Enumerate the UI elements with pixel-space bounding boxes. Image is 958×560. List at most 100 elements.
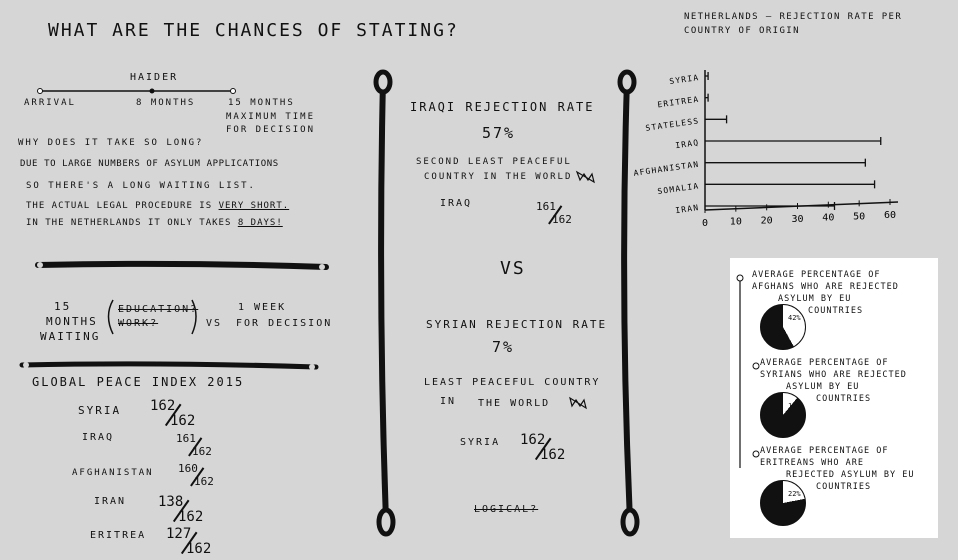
crossed-work: Work? bbox=[118, 318, 159, 329]
gpi-title: Global Peace Index 2015 bbox=[32, 375, 245, 389]
eu-pie-chart bbox=[760, 392, 806, 438]
iraq-rank-value: 161 bbox=[536, 200, 556, 213]
reason-line: The actual legal procedure is very short… bbox=[26, 201, 289, 211]
eu-pie-label: 11% bbox=[788, 402, 801, 410]
gpi-rank-value: 138 bbox=[158, 494, 184, 510]
eu-item-text: Average percentage of bbox=[752, 270, 881, 280]
reason-emphasis: 8 days! bbox=[237, 218, 283, 228]
chart-category-label: SOMALIA bbox=[657, 181, 700, 196]
eu-item-text: Afghans who are rejected bbox=[752, 282, 899, 292]
gpi-rank-value: 162 bbox=[150, 398, 176, 414]
chart-category-label: SYRIA bbox=[669, 73, 700, 86]
eu-pie-chart bbox=[760, 480, 806, 526]
chart-x-tick-label: 10 bbox=[730, 217, 742, 228]
reason-question: Why does it take so long? bbox=[18, 138, 204, 148]
timeline-point-8-months: 8 months bbox=[136, 98, 196, 108]
vs-label: vs bbox=[206, 318, 223, 329]
chart-title: Netherlands — rejection rate per country… bbox=[684, 12, 903, 36]
eu-rejection-panel: Average percentage of Afghans who are rej… bbox=[730, 258, 938, 538]
reason-emphasis: very short. bbox=[218, 201, 290, 211]
reason-text: In the Netherlands it only takes bbox=[26, 218, 232, 228]
gpi-total: 162 bbox=[186, 541, 212, 557]
gpi-rank: 162 162 bbox=[150, 398, 196, 429]
chart-category-label: IRAN bbox=[675, 203, 700, 215]
timeline-point-arrival: Arrival bbox=[24, 98, 76, 108]
gpi-total: 162 bbox=[192, 445, 212, 458]
months-number: 15 bbox=[54, 300, 72, 313]
reason-line: so there's a long waiting list. bbox=[26, 181, 256, 191]
gpi-total: 162 bbox=[178, 509, 204, 525]
reason-line: Due to large numbers of asylum applicati… bbox=[20, 159, 279, 169]
iraq-description: country in the world bbox=[424, 172, 573, 182]
syria-rank-value: 162 bbox=[520, 432, 546, 448]
waiting-label: waiting bbox=[40, 330, 101, 343]
gpi-rank: 127 162 bbox=[166, 526, 212, 557]
eu-item-text: countries bbox=[808, 306, 864, 316]
syria-description: in bbox=[440, 396, 457, 407]
iraq-description: Second least peaceful bbox=[416, 157, 572, 167]
versus-label: VS bbox=[500, 258, 526, 279]
timeline-note: maximum time bbox=[226, 112, 316, 122]
eu-pie-label: 42% bbox=[788, 314, 801, 322]
syrian-rejection-title: Syrian rejection rate bbox=[426, 318, 608, 331]
timeline-note-2: for decision bbox=[226, 125, 316, 135]
gpi-country: Afghanistan bbox=[72, 468, 154, 478]
eu-item-text: countries bbox=[816, 482, 872, 492]
logical-question: Logical? bbox=[474, 504, 539, 515]
eu-item-text: Syrians who are rejected bbox=[760, 370, 907, 380]
timeline-label: Haider bbox=[130, 72, 179, 83]
chart-x-tick-label: 20 bbox=[761, 215, 773, 226]
syria-label: Syria bbox=[460, 437, 501, 448]
timeline-point-15-months: 15 months bbox=[228, 98, 295, 108]
syria-rank: 162 162 bbox=[520, 432, 566, 463]
syria-description: Least peaceful country bbox=[424, 377, 601, 388]
chart-x-tick-label: 0 bbox=[702, 218, 708, 229]
gpi-rank: 161 162 bbox=[176, 432, 220, 460]
eu-item-text: asylum by EU bbox=[778, 294, 852, 304]
iraq-label: Iraq bbox=[440, 198, 473, 209]
gpi-total: 162 bbox=[194, 475, 214, 488]
eu-item-text: Average percentage of bbox=[760, 358, 889, 368]
gpi-rank-value: 160 bbox=[178, 462, 198, 475]
week-label: for decision bbox=[236, 318, 333, 329]
gpi-rank: 138 162 bbox=[158, 494, 204, 525]
eu-item-text: Eritreans who are bbox=[760, 458, 864, 468]
week-number: 1 week bbox=[238, 302, 287, 313]
eu-item-text: Average percentage of bbox=[760, 446, 889, 456]
chart-x-tick-label: 60 bbox=[884, 210, 896, 221]
gpi-rank-value: 127 bbox=[166, 526, 192, 542]
eu-item-text: rejected asylum by EU bbox=[786, 470, 915, 480]
eu-item-text: asylum by EU bbox=[786, 382, 860, 392]
reason-text: The actual legal procedure is bbox=[26, 201, 213, 211]
syria-description: the world bbox=[478, 398, 551, 409]
chart-category-label: STATELESS bbox=[645, 116, 700, 132]
eu-pie-chart bbox=[760, 304, 806, 350]
gpi-total: 162 bbox=[170, 413, 196, 429]
syria-total: 162 bbox=[540, 447, 566, 463]
gpi-country: Iran bbox=[94, 496, 127, 507]
chart-x-tick-label: 40 bbox=[822, 213, 834, 224]
crossed-education: Education? bbox=[118, 304, 199, 315]
iraqi-rejection-rate: 57% bbox=[482, 124, 516, 142]
chart-x-tick-label: 30 bbox=[791, 214, 803, 225]
syrian-rejection-rate: 7% bbox=[492, 338, 515, 356]
iraqi-rejection-title: Iraqi rejection rate bbox=[410, 100, 595, 114]
chart-category-label: IRAQ bbox=[675, 138, 700, 150]
gpi-country: Syria bbox=[78, 404, 122, 417]
gpi-rank: 160 162 bbox=[178, 462, 222, 490]
page-title: What are the chances of stating? bbox=[48, 20, 459, 41]
eu-item-text: countries bbox=[816, 394, 872, 404]
iraq-rank: 161 162 bbox=[536, 200, 580, 228]
panel-timeline bbox=[736, 274, 760, 468]
gpi-country: Iraq bbox=[82, 432, 115, 443]
chart-category-label: AFGHANISTAN bbox=[633, 160, 700, 178]
iraq-total: 162 bbox=[552, 213, 572, 226]
chart-x-tick-label: 50 bbox=[853, 211, 865, 222]
gpi-country: Eritrea bbox=[90, 530, 147, 541]
months-label: months bbox=[46, 315, 98, 328]
gpi-rank-value: 161 bbox=[176, 432, 196, 445]
chart-category-label: ERITREA bbox=[657, 95, 700, 110]
reason-line: In the Netherlands it only takes 8 days! bbox=[26, 218, 283, 228]
